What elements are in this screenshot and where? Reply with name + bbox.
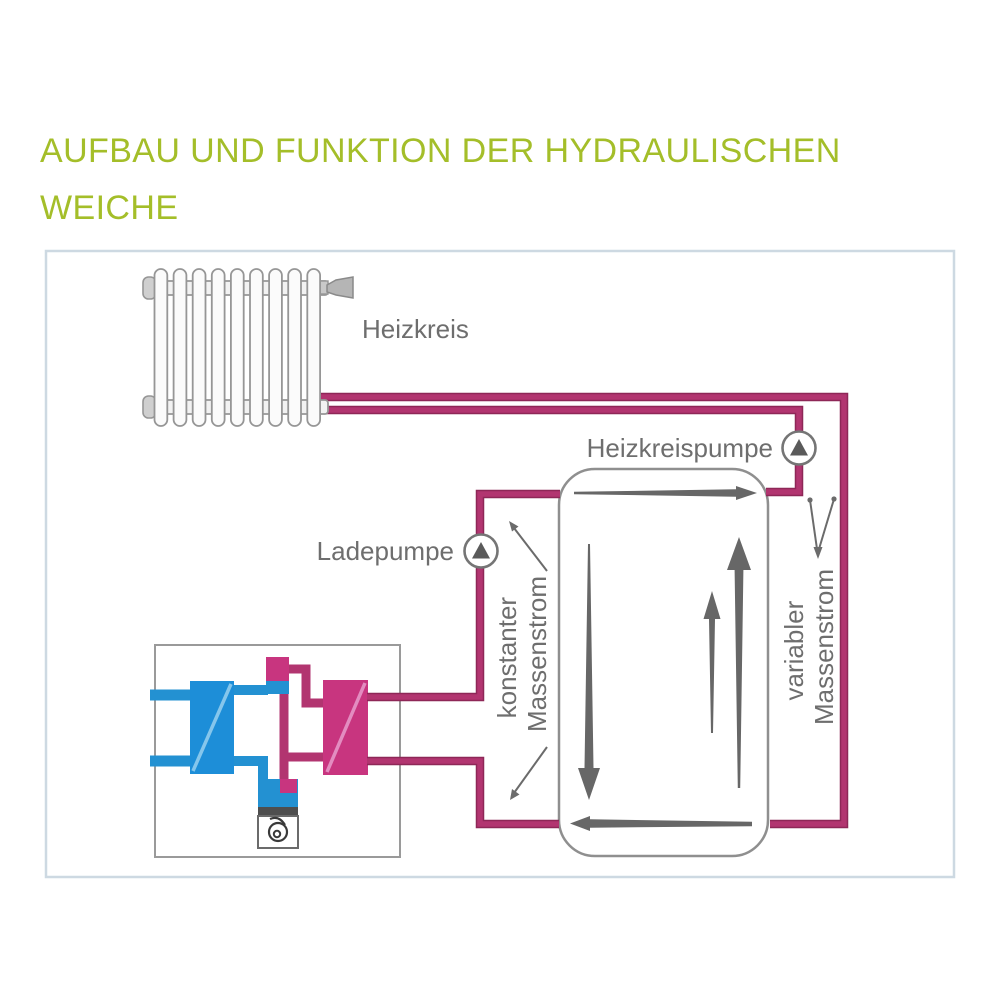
- radiator-column: [153, 268, 169, 427]
- exchanger-shine: [325, 682, 367, 773]
- page-title: AUFBAU UND FUNKTION DER HYDRAULISCHEN WE…: [40, 123, 940, 237]
- pipe-return-to-boiler-core: [367, 758, 559, 827]
- arrowhead: [813, 547, 823, 559]
- charge-pump-icon: [463, 533, 499, 569]
- burner-fan-icon: [272, 829, 282, 839]
- label-heizkreis: Heizkreis: [362, 314, 469, 344]
- radiator-columns: [153, 268, 321, 427]
- arrowhead: [509, 521, 519, 532]
- label-ladepumpe: Ladepumpe: [317, 536, 454, 566]
- page-title-line2: WEICHE: [40, 188, 179, 227]
- radiator-column: [172, 268, 188, 427]
- radiator-column: [249, 268, 264, 427]
- flow-arrow-top-right: [574, 486, 757, 500]
- burner-unit: [257, 779, 299, 849]
- boiler-blue-pipe: [234, 756, 268, 781]
- burner-box: [257, 815, 299, 849]
- radiator-column: [287, 268, 302, 427]
- radiator-column: [268, 268, 283, 427]
- flow-arrow-bottom-left: [570, 816, 752, 831]
- burner-top-hot: [280, 779, 297, 793]
- v-line: [818, 498, 835, 550]
- label-konstanter-massenstrom: konstanter Massenstrom: [492, 576, 552, 732]
- v-line: [809, 499, 818, 550]
- flow-arrow-up-short: [703, 591, 721, 733]
- label-variabler-massenstrom: variabler Massenstrom: [779, 569, 839, 725]
- boiler-unit: [150, 644, 401, 858]
- boiler-valve-block-cold: [266, 681, 289, 694]
- page-title-line1: AUFBAU UND FUNKTION DER HYDRAULISCHEN: [40, 131, 841, 170]
- flow-arrow-up-tall: [727, 537, 751, 788]
- pump-triangle: [790, 439, 808, 456]
- exchanger-shine: [191, 683, 233, 772]
- valve-icon: [326, 276, 354, 299]
- radiator-column: [229, 268, 245, 427]
- constant-flow-arrow-lower: [513, 746, 548, 794]
- boiler-magenta-pipe: [288, 664, 324, 708]
- radiator-column: [210, 268, 226, 427]
- burner-fan-icon: [267, 821, 289, 843]
- radiator-column: [306, 268, 321, 427]
- pump-triangle: [472, 542, 490, 559]
- label-heizkreispumpe: Heizkreispumpe: [587, 433, 773, 463]
- variable-flow-symbol: [807, 496, 837, 559]
- radiator-column: [191, 268, 207, 427]
- pipes-core: [316, 394, 847, 827]
- burner-band: [258, 807, 298, 816]
- annotation-arrows: [509, 496, 837, 800]
- flow-arrow-down: [578, 544, 600, 800]
- burner-fan-icon: [269, 816, 286, 826]
- radiator: [142, 268, 354, 427]
- boiler-valve-block-hot: [266, 657, 289, 684]
- constant-flow-arrow-upper: [513, 527, 548, 572]
- pipe-return-from-radiator-core: [316, 394, 847, 827]
- separator-flow-arrows: [570, 486, 757, 831]
- arrowhead: [510, 789, 520, 800]
- heating-pump-icon: [781, 430, 817, 466]
- hydraulic-separator-vessel: [557, 467, 770, 858]
- pipe-supply-to-separator-core: [367, 491, 560, 700]
